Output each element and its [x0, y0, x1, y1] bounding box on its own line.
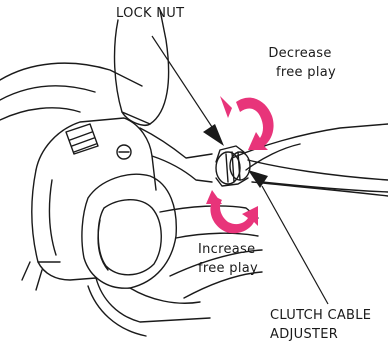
clamp-block — [82, 174, 176, 288]
upper-left-body-inner — [0, 86, 95, 100]
decrease-free-play-label: Decrease free play — [264, 44, 336, 82]
clutch-cable — [248, 160, 388, 180]
curved-arrow-icon — [236, 98, 274, 150]
adjuster-label-line1: CLUTCH CABLE — [270, 306, 371, 325]
increase-free-play-label: Increase free play — [198, 240, 258, 278]
pointer-arrow-icon — [248, 170, 268, 188]
adjuster-leader — [262, 186, 328, 304]
lower-stalk — [96, 278, 210, 322]
lever-bracket — [140, 128, 212, 158]
switch-housing — [36, 118, 156, 190]
lock-nut-leader — [152, 36, 214, 130]
clutch-cable-adjuster-label: CLUTCH CABLE ADJUSTER — [270, 306, 371, 344]
adjuster-label-line2: ADJUSTER — [270, 325, 371, 344]
increase-label-line2: free play — [198, 259, 258, 278]
upper-left-body — [0, 63, 142, 86]
vertical-tube — [115, 10, 169, 124]
lock-nut-label: LOCK NUT — [116, 4, 184, 23]
increase-label-line1: Increase — [198, 240, 258, 259]
decrease-label-line1: Decrease — [264, 44, 336, 63]
pointer-arrow-icon — [203, 124, 224, 146]
clamp-inner-ring — [98, 220, 108, 270]
decrease-label-line2: free play — [276, 63, 336, 82]
hatched-block — [66, 124, 98, 154]
